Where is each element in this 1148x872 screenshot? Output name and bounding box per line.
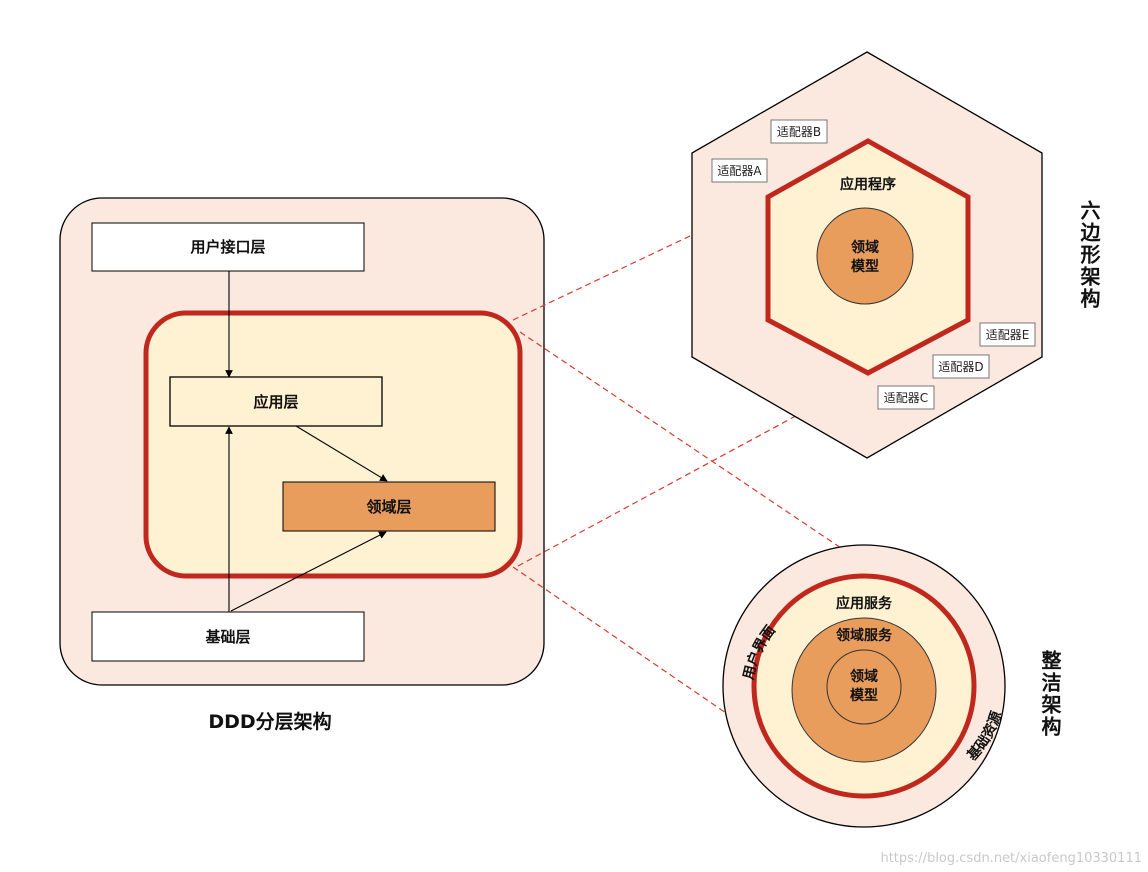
application-layer-label: 应用层 [253,393,298,411]
clean-title: 整洁架构 [1038,650,1062,738]
clean-domain-model-label-line1: 领域 [850,668,878,685]
connector-line [517,377,867,567]
ddd-title: DDD分层架构 [208,710,331,733]
svg-text:适配器D: 适配器D [938,360,983,374]
clean-domain-model-label-line2: 模型 [850,687,878,704]
clean-domain-model [826,649,902,725]
hexagonal-architecture: 应用程序 领域 模型 适配器A 适配器B 适配器C 适配器D 适配器E [691,51,1043,459]
connector-line [512,566,781,751]
application-layer-box [169,376,383,427]
clean-architecture: 应用服务 领域服务 领域 模型 用户界面 基础资源 [722,544,1006,828]
svg-text:适配器C: 适配器C [884,391,928,405]
user-interface-layer-label: 用户接口层 [190,238,265,256]
svg-text:适配器E: 适配器E [986,328,1030,342]
hexagonal-title: 六边形架构 [1077,200,1101,310]
hexagon-domain-model-label-line1: 领域 [851,239,879,256]
hexagon-domain-model [816,207,914,305]
adapter-e: 适配器E [979,322,1036,347]
user-interface-layer-box [91,222,365,272]
adapter-a: 适配器A [711,158,768,183]
infrastructure-layer-label: 基础层 [204,628,250,646]
ddd-application-boundary [143,310,523,579]
domain-layer-label: 领域层 [365,498,411,516]
clean-application-services-label: 应用服务 [836,595,893,612]
arrow-infrastructure-to-domain [230,531,387,612]
connector-line [519,331,900,588]
infrastructure-layer-box [91,611,365,662]
adapter-b: 适配器B [770,119,828,144]
adapter-c: 适配器C [877,385,935,410]
ddd-layered-architecture: 用户接口层 应用层 领域层 基础层 DDD分层架构 [59,197,545,733]
svg-text:适配器B: 适配器B [777,125,821,139]
svg-text:适配器A: 适配器A [717,164,762,178]
hexagon-application-label: 应用程序 [840,176,896,193]
adapter-d: 适配器D [932,354,990,379]
domain-layer-box [282,481,496,532]
clean-domain-services-label: 领域服务 [836,627,893,644]
hexagon-domain-model-label-line2: 模型 [851,258,879,275]
watermark: https://blog.csdn.net/xiaofeng10330111 [880,851,1142,866]
arrow-application-to-domain [295,425,388,482]
